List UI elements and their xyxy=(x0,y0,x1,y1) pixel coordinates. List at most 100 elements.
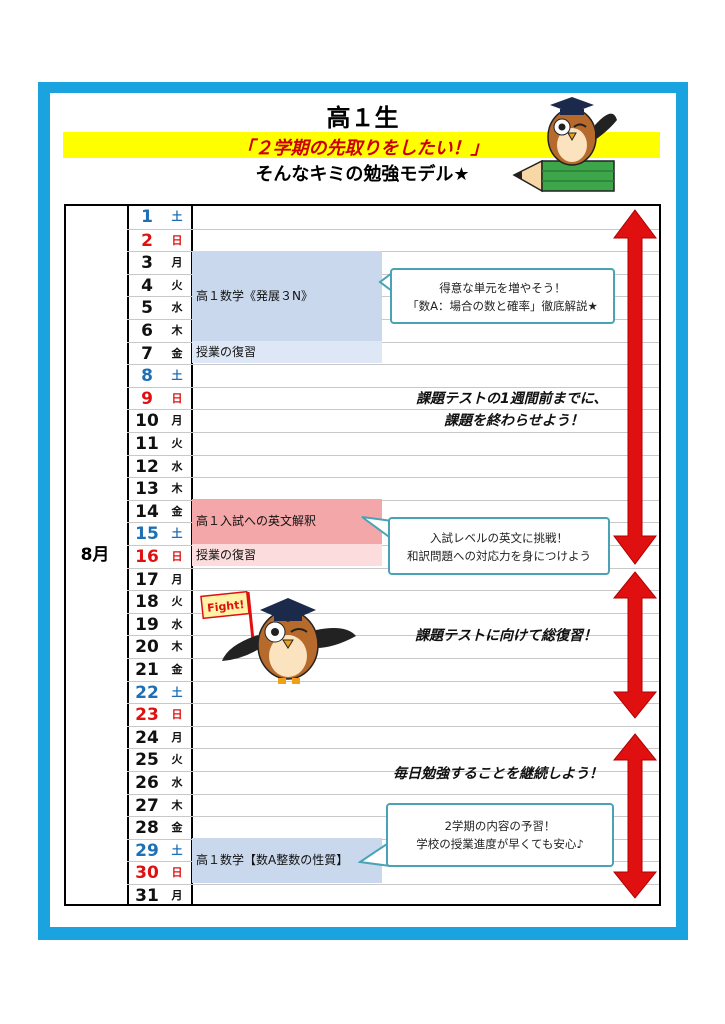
callout-text: 2学期の内容の予習！ xyxy=(444,819,556,833)
day-number: 9 xyxy=(141,388,153,409)
day-of-week: 土 xyxy=(171,843,183,857)
message-text: 課題を終わらせよう！ xyxy=(444,413,584,429)
callout-math-2: 2学期の内容の予習！ 学校の授業進度が早くても安心♪ xyxy=(386,803,614,867)
day-row: 14 金 xyxy=(127,499,659,523)
day-row: 18 火 xyxy=(127,590,659,613)
day-number: 28 xyxy=(135,818,159,839)
day-number: 19 xyxy=(135,614,159,635)
day-of-week: 火 xyxy=(171,278,183,292)
day-number: 5 xyxy=(141,298,153,319)
math-course-block: 高１数学《発展３N》 xyxy=(192,251,382,341)
callout-text: 「数A：場合の数と確率」徹底解説★ xyxy=(407,299,598,313)
day-of-week: 水 xyxy=(171,617,183,631)
day-number: 25 xyxy=(135,750,159,771)
day-number: 26 xyxy=(135,773,159,793)
day-row: 12 水 xyxy=(127,454,659,478)
message-assignments: 課題テストの1週間前までに、 課題を終わらせよう！ xyxy=(416,388,607,432)
day-number: 29 xyxy=(135,840,159,861)
callout-text: 和訳問題への対応力を身につけよう xyxy=(407,549,591,563)
day-number: 11 xyxy=(135,434,159,454)
day-of-week: 金 xyxy=(171,821,183,835)
callout-english: 入試レベルの英文に挑戦！ 和訳問題への対応力を身につけよう xyxy=(388,517,610,575)
math-course-2-block: 高１数学【数A整数の性質】 xyxy=(192,838,382,883)
day-number: 24 xyxy=(135,727,159,748)
day-number: 7 xyxy=(141,343,153,364)
day-number: 21 xyxy=(135,660,159,680)
day-of-week: 日 xyxy=(171,391,183,405)
day-number: 14 xyxy=(135,501,159,522)
day-number: 20 xyxy=(135,637,159,658)
day-number: 18 xyxy=(135,592,159,613)
day-row: 21 金 xyxy=(127,658,659,681)
day-of-week: 土 xyxy=(171,369,183,383)
day-of-week: 金 xyxy=(171,663,183,676)
day-row: 31 月 xyxy=(127,884,659,907)
day-number: 4 xyxy=(141,275,153,296)
callout-text: 入試レベルの英文に挑戦！ xyxy=(430,531,568,545)
double-arrow-icon xyxy=(612,571,658,719)
day-number: 23 xyxy=(135,705,159,726)
day-of-week: 水 xyxy=(171,301,183,315)
flag-text: Fight! xyxy=(207,598,245,615)
day-of-week: 木 xyxy=(171,798,183,812)
day-of-week: 月 xyxy=(171,889,183,902)
day-of-week: 日 xyxy=(171,233,183,247)
column-divider xyxy=(127,206,129,904)
day-number: 16 xyxy=(135,547,159,567)
day-number: 3 xyxy=(141,253,153,274)
day-number: 27 xyxy=(135,795,159,816)
callout-text: 得意な単元を増やそう！ xyxy=(439,281,566,295)
day-of-week: 水 xyxy=(171,459,183,473)
review-block-1: 授業の復習 xyxy=(192,341,382,363)
day-of-week: 木 xyxy=(171,640,183,654)
day-row: 25 火 xyxy=(127,748,659,771)
day-row: 20 木 xyxy=(127,635,659,658)
day-number: 8 xyxy=(141,366,153,387)
day-of-week: 月 xyxy=(171,730,183,744)
day-number: 10 xyxy=(135,411,159,432)
day-of-week: 月 xyxy=(171,572,183,586)
day-number: 12 xyxy=(135,456,159,477)
day-of-week: 金 xyxy=(171,346,183,360)
message-continue: 毎日勉強することを継続しよう！ xyxy=(393,766,603,782)
owl-fight-icon: Fight! xyxy=(200,590,356,684)
day-row: 27 木 xyxy=(127,793,659,817)
page-tagline: そんなキミの勉強モデル★ xyxy=(255,164,470,185)
day-number: 31 xyxy=(135,886,159,906)
message-review: 課題テストに向けて総復習！ xyxy=(415,628,597,644)
day-of-week: 金 xyxy=(171,504,183,518)
day-of-week: 月 xyxy=(171,256,183,270)
month-label: 8月 xyxy=(80,545,110,565)
day-of-week: 月 xyxy=(171,414,183,428)
day-of-week: 土 xyxy=(171,210,183,223)
day-of-week: 火 xyxy=(171,595,183,609)
day-row: 22 土 xyxy=(127,680,659,704)
review-block-2: 授業の復習 xyxy=(192,544,382,566)
message-text: 課題テストの1週間前までに、 xyxy=(416,391,608,407)
day-row: 11 火 xyxy=(127,432,659,455)
day-number: 13 xyxy=(135,479,159,500)
callout-text: 学校の授業進度が早くても安心♪ xyxy=(416,837,584,851)
double-arrow-icon xyxy=(612,733,658,899)
day-of-week: 木 xyxy=(171,324,183,337)
day-of-week: 火 xyxy=(171,753,183,767)
day-row: 10 月 xyxy=(127,409,659,432)
day-of-week: 日 xyxy=(171,866,183,880)
day-number: 22 xyxy=(135,682,159,703)
day-number: 30 xyxy=(135,863,159,884)
day-of-week: 土 xyxy=(171,685,183,699)
english-course-block: 高１入試への英文解釈 xyxy=(192,499,382,544)
day-number: 2 xyxy=(141,230,153,251)
day-of-week: 火 xyxy=(171,437,183,450)
page-subtitle: 「２学期の先取りをしたい！」 xyxy=(236,138,489,159)
day-number: 15 xyxy=(135,524,159,545)
page-title: 高１生 xyxy=(326,104,399,132)
day-of-week: 土 xyxy=(171,527,183,541)
